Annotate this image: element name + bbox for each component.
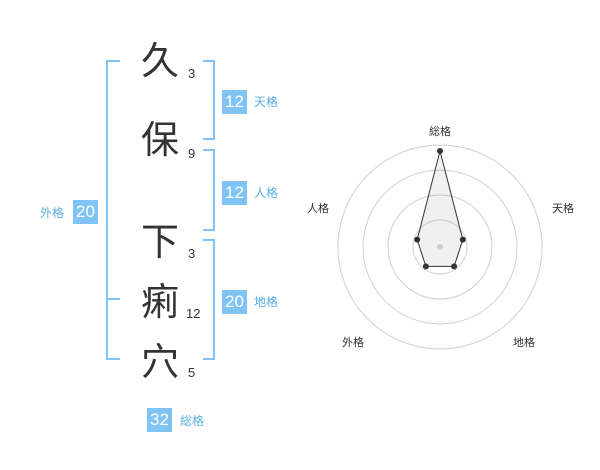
stroke-count-4: 12 — [186, 306, 201, 321]
stroke-count-2: 9 — [188, 146, 196, 161]
gaikaku-label: 外格 — [40, 206, 65, 220]
radar-grid — [337, 144, 543, 350]
radar-point-1 — [459, 236, 466, 243]
radar-label-tenkaku: 天格 — [552, 201, 574, 215]
radar-ring — [362, 169, 518, 325]
name-character-4: 痢 — [141, 280, 180, 324]
gaikaku-bracket — [106, 60, 120, 360]
radar-label-jinkaku: 人格 — [307, 201, 329, 215]
gaikaku-badge: 20 — [73, 200, 98, 224]
soukaku-label: 総格 — [180, 414, 205, 428]
radar-points — [414, 148, 466, 270]
tenkaku-badge: 12 — [222, 90, 247, 114]
radar-point-4 — [414, 236, 421, 243]
chikaku-badge: 20 — [222, 290, 247, 314]
radar-ring — [387, 194, 493, 300]
radar-point-0 — [437, 148, 443, 154]
radar-polygon — [416, 150, 464, 267]
chikaku-bracket — [203, 239, 215, 360]
jinkaku-badge: 12 — [222, 181, 247, 205]
chikaku-label: 地格 — [254, 295, 279, 309]
stroke-count-3: 3 — [188, 246, 196, 261]
tenkaku-bracket — [203, 60, 215, 140]
radar-label-gaikaku: 外格 — [342, 335, 364, 349]
radar-point-3 — [422, 263, 429, 270]
name-character-3: 下 — [141, 220, 180, 264]
radar-ring — [412, 219, 468, 275]
radar-point-2 — [451, 263, 458, 270]
tenkaku-label: 天格 — [254, 95, 279, 109]
name-character-5: 穴 — [141, 340, 180, 384]
stroke-count-1: 3 — [188, 66, 196, 81]
name-character-1: 久 — [141, 39, 180, 83]
radar-label-chikaku: 地格 — [513, 335, 535, 349]
soukaku-badge: 32 — [147, 408, 172, 432]
radar-label-soukaku: 総格 — [429, 124, 451, 138]
gaikaku-bracket-tick — [106, 298, 120, 300]
radar-center-dot — [437, 244, 443, 250]
jinkaku-bracket — [203, 149, 215, 231]
name-character-2: 保 — [141, 118, 180, 162]
stroke-count-5: 5 — [188, 365, 196, 380]
jinkaku-label: 人格 — [254, 186, 279, 200]
radar-ring — [337, 144, 543, 350]
